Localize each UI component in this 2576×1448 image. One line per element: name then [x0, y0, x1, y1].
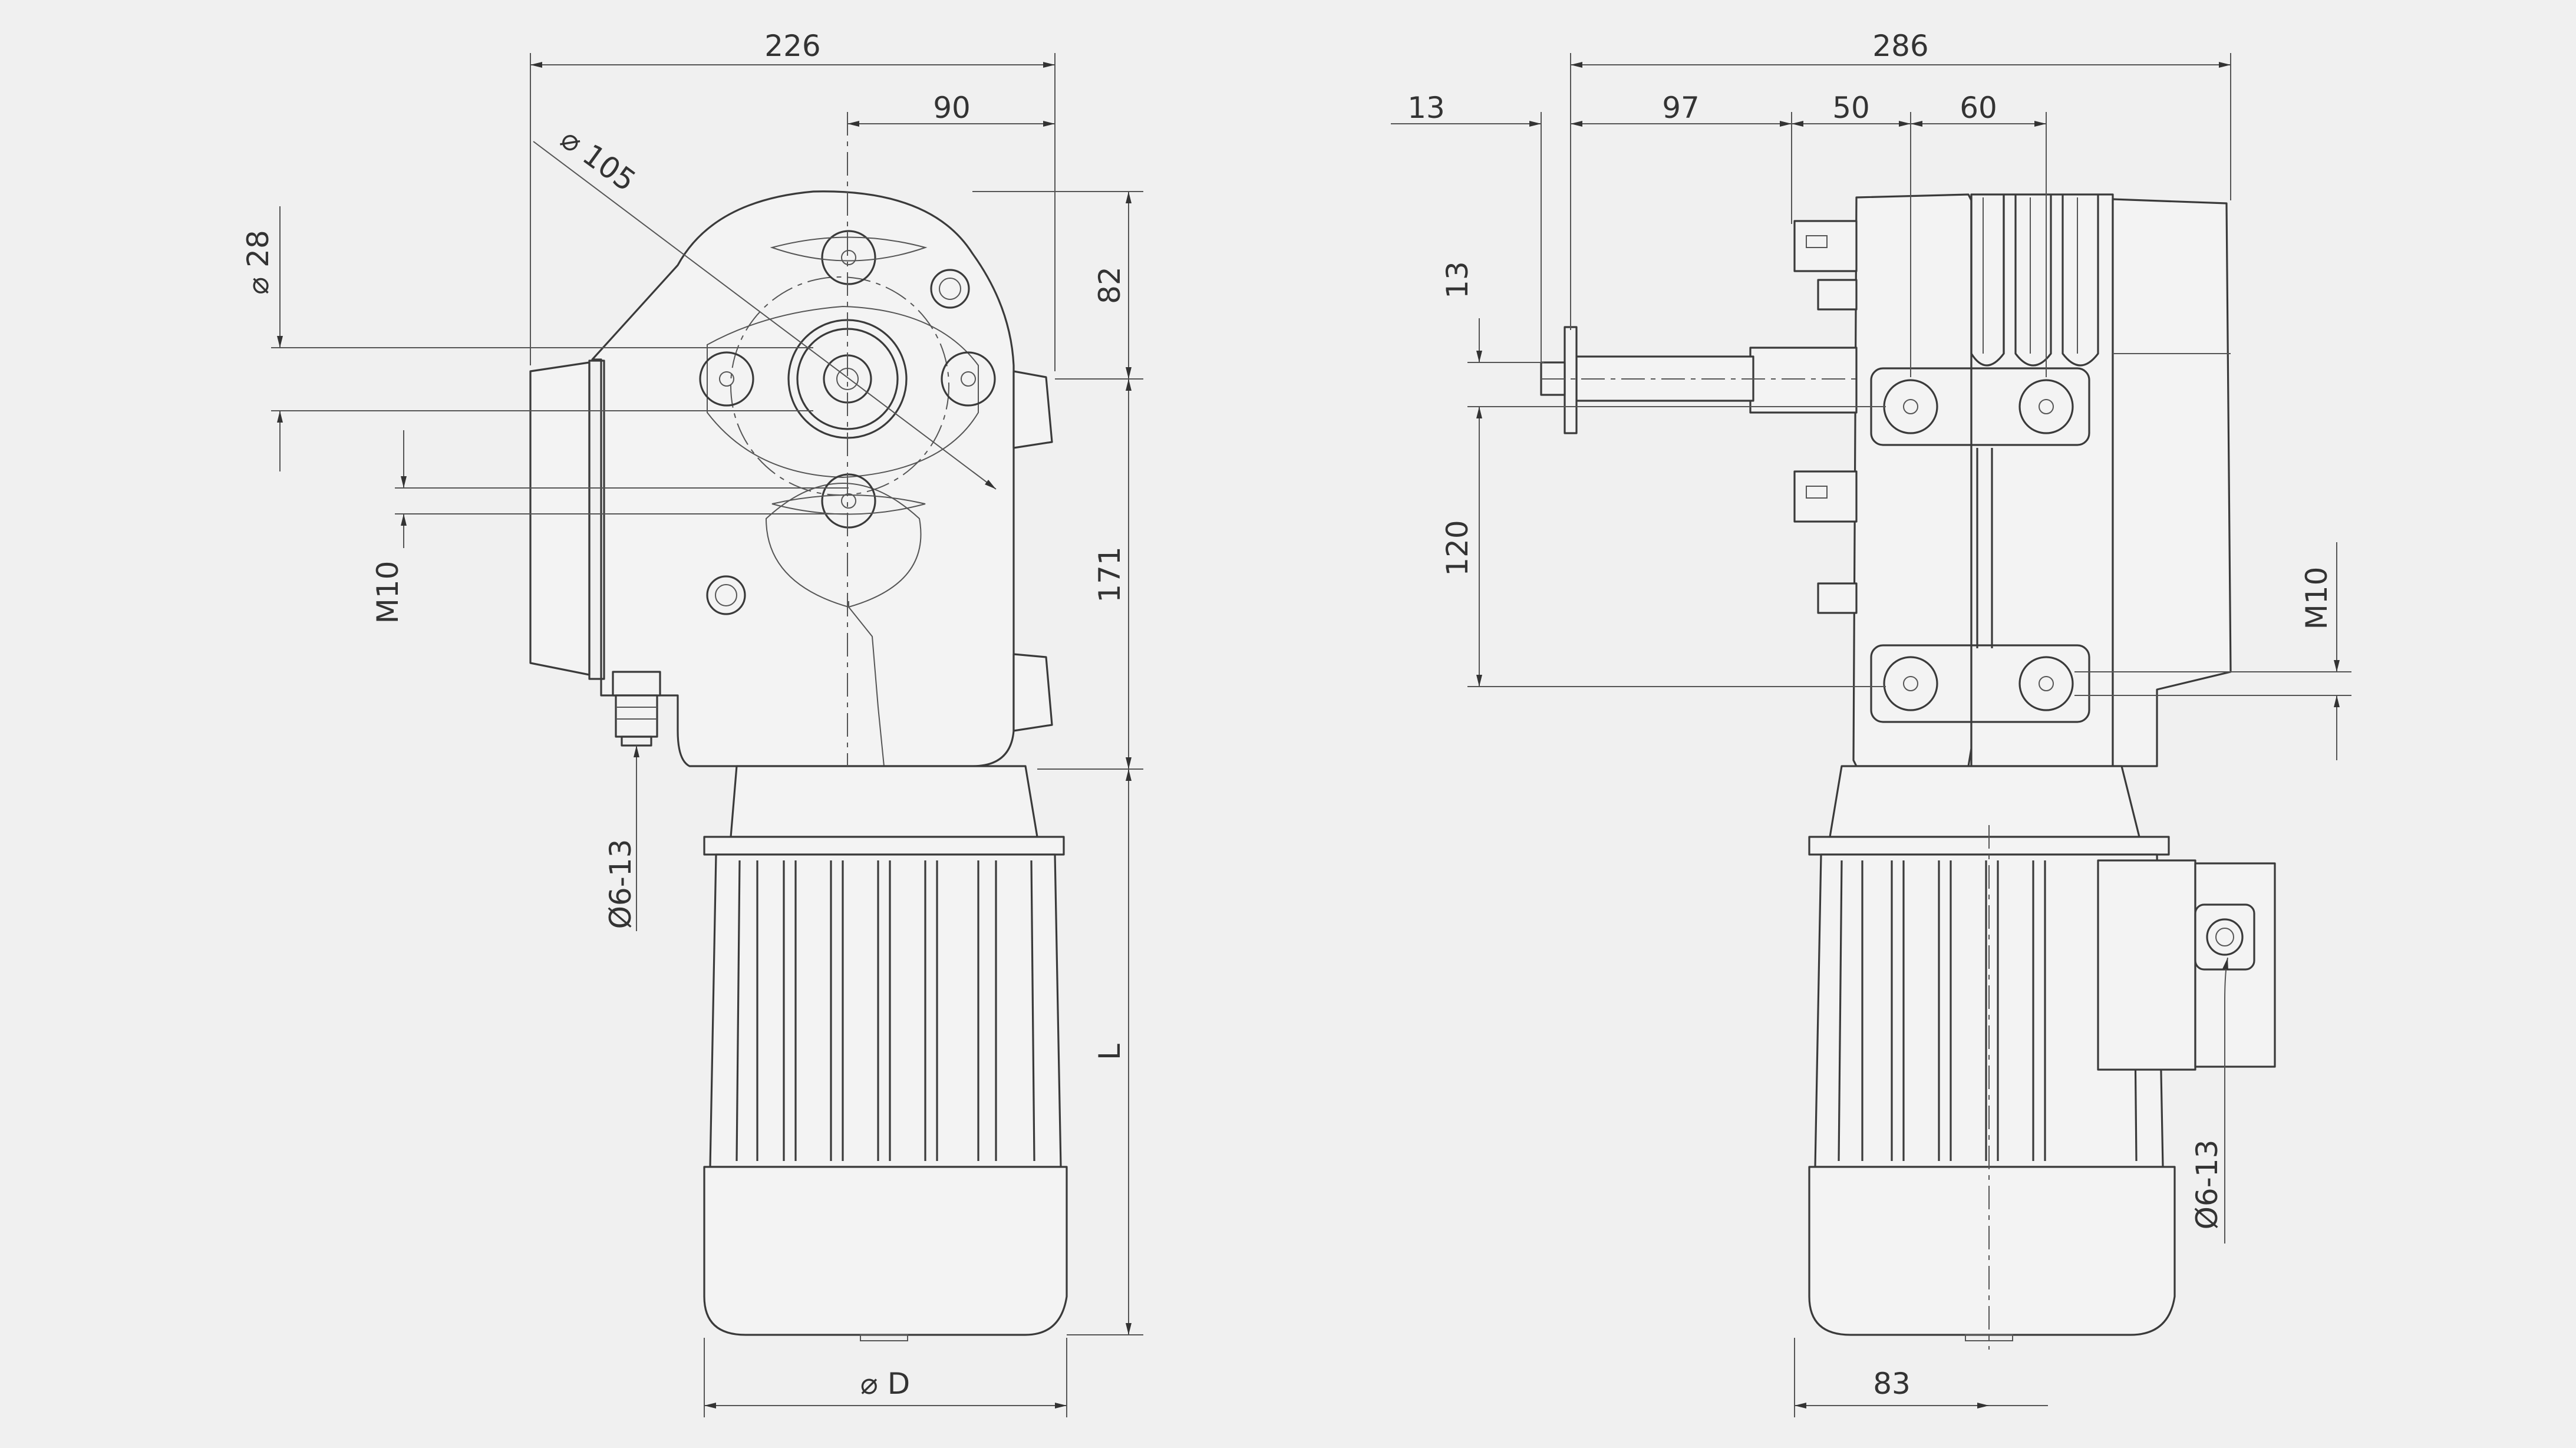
front-view: 226 90 82 171 L ⌀ 28 ⌀ 105	[241, 29, 1143, 1417]
side-dim-83: 83	[1873, 1367, 1911, 1401]
front-plug-top	[930, 269, 970, 309]
front-dim-d105: ⌀ 105	[555, 121, 642, 198]
side-output-shaft	[1540, 326, 1858, 434]
front-right-lug-bottom	[1012, 653, 1053, 732]
front-dim-171: 171	[1093, 546, 1127, 602]
front-flange-step	[588, 359, 605, 680]
side-end-cap	[2112, 198, 2232, 767]
front-lower-contour	[765, 483, 922, 608]
front-left-flange	[529, 361, 591, 676]
side-dim-m10: M10	[2300, 567, 2334, 630]
front-motor-fins	[735, 860, 1035, 1162]
side-dim-97: 97	[1662, 91, 1700, 125]
side-fan-cover	[1808, 1166, 2176, 1336]
front-right-lug-top	[1012, 370, 1053, 449]
front-dim-226: 226	[764, 29, 820, 63]
front-inner-contour	[707, 305, 979, 479]
front-dim-82: 82	[1093, 266, 1127, 304]
front-dim-L: L	[1093, 1044, 1127, 1060]
side-housing-ribs	[1970, 194, 2099, 367]
front-dim-dD: ⌀ D	[860, 1367, 911, 1401]
side-motor-adapter	[1829, 765, 2140, 838]
side-dim-286: 286	[1872, 29, 1928, 63]
side-dim-50: 50	[1832, 91, 1870, 125]
front-bolt-holes	[699, 230, 996, 529]
front-motor-body	[709, 853, 1062, 1168]
front-motor-flange	[703, 836, 1065, 856]
side-view: 286 13 97 50 60 13 120	[1391, 29, 2351, 1417]
side-dimensions: 286 13 97 50 60 13 120	[1391, 29, 2351, 1417]
front-dim-m10: M10	[371, 561, 405, 624]
front-plug-bottom	[706, 575, 746, 615]
front-motor-adapter	[730, 765, 1038, 838]
side-dim-gland: Ø6-13	[2190, 1140, 2224, 1230]
front-dim-d28: ⌀ 28	[241, 230, 275, 295]
front-contour-line	[848, 601, 885, 767]
side-dim-13-top: 13	[1407, 91, 1445, 125]
front-dim-90: 90	[933, 91, 971, 125]
front-dim-gland: Ø6-13	[603, 839, 638, 929]
side-dim-13-vert: 13	[1440, 261, 1475, 299]
front-fan-cover	[703, 1166, 1068, 1336]
side-dim-120: 120	[1440, 520, 1475, 576]
front-cable-gland	[612, 671, 661, 747]
side-gearbox-housing	[1852, 193, 1973, 767]
side-dim-60: 60	[1960, 91, 1997, 125]
side-left-bosses	[1793, 220, 1858, 614]
side-terminal-box	[2097, 859, 2276, 1071]
